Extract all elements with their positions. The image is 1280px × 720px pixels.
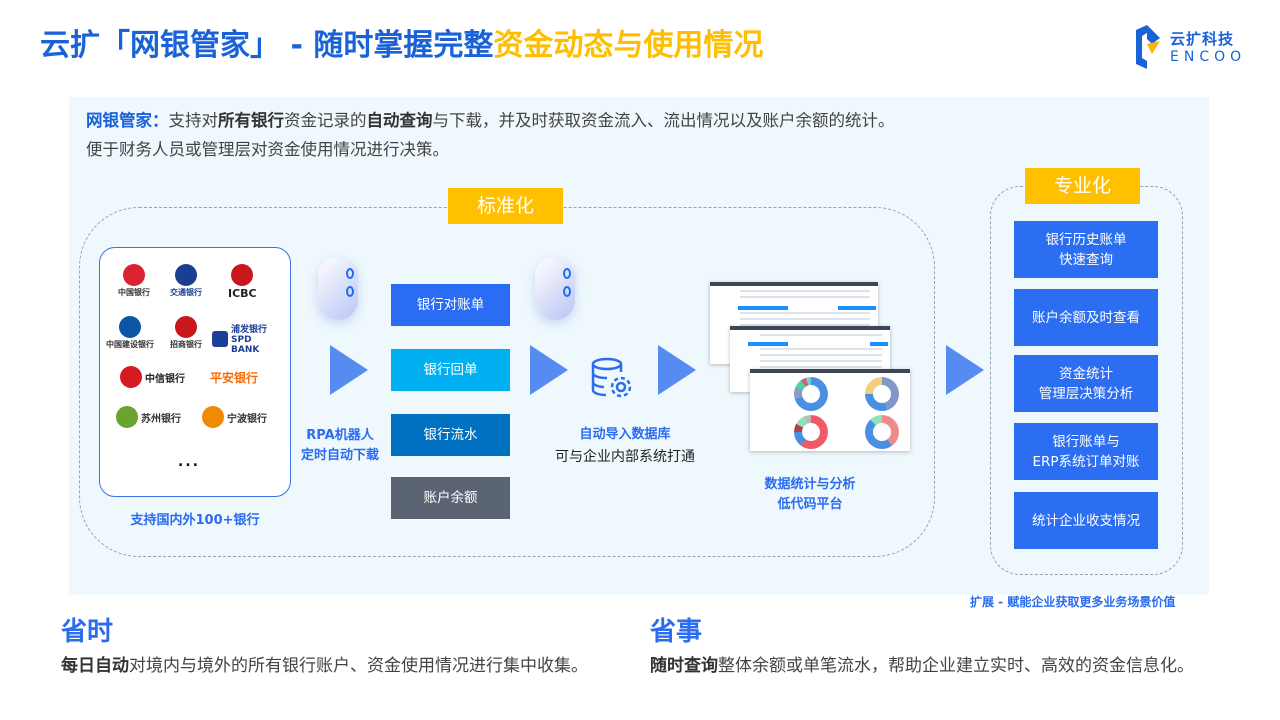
save-time-text: 每日自动对境内与境外的所有银行账户、资金使用情况进行集中收集。 — [61, 651, 588, 676]
platform-caption-l1: 数据统计与分析 — [764, 477, 856, 492]
bank-logo: 中国银行 — [118, 264, 150, 298]
db-caption: 自动导入数据库可与企业内部系统打通 — [530, 424, 720, 468]
bank-icon — [202, 406, 224, 428]
rpa-caption: RPA机器人定时自动下载 — [290, 426, 390, 466]
pro-item-balance-view: 账户余额及时查看 — [1014, 289, 1158, 346]
save-time-desc: 对境内与境外的所有银行账户、资金使用情况进行集中收集。 — [129, 656, 588, 676]
bank-logo: 中国建设银行 — [106, 316, 154, 350]
intro-t3: 与下载，并及时获取资金流入、流出情况以及账户余额的统计。 — [432, 111, 895, 130]
bank-name: 浦发银行 SPD BANK — [231, 325, 268, 355]
intro-line2: 便于财务人员或管理层对资金使用情况进行决策。 — [86, 140, 449, 159]
flow-arrow-icon — [530, 345, 568, 395]
save-time-heading: 省时 — [61, 617, 114, 647]
block-account-balance: 账户余额 — [391, 477, 510, 519]
intro-text: 网银管家：支持对所有银行资金记录的自动查询与下载，并及时获取资金流入、流出情况以… — [86, 106, 895, 164]
save-effort-bold: 随时查询 — [650, 656, 718, 676]
donut-chart — [794, 415, 828, 449]
bank-name: ICBC — [228, 287, 257, 300]
robot-icon — [535, 258, 575, 320]
save-effort-text: 随时查询整体余额或单笔流水，帮助企业建立实时、高效的资金信息化。 — [650, 651, 1194, 676]
rpa-caption-l1: RPA机器人 — [306, 428, 374, 443]
bank-logo: ICBC — [228, 264, 257, 300]
intro-t2: 资金记录的 — [284, 111, 367, 130]
bank-name: 招商银行 — [170, 340, 202, 349]
bank-name: 平安银行 — [210, 371, 259, 385]
block-bank-statement: 银行对账单 — [391, 284, 510, 326]
bank-icon — [175, 316, 197, 338]
platform-caption-l2: 低代码平台 — [777, 497, 843, 512]
standard-badge: 标准化 — [448, 188, 563, 224]
save-time-bold: 每日自动 — [61, 656, 129, 676]
title-main: 云扩「网银管家」 - 随时掌握完整 — [40, 28, 494, 63]
pro-badge: 专业化 — [1025, 168, 1140, 204]
platform-dashboard-screenshot — [750, 369, 910, 451]
intro-b2: 自动查询 — [366, 111, 433, 130]
intro-t1: 支持对 — [168, 111, 219, 130]
encoo-logo-icon — [1136, 25, 1160, 69]
bank-icon — [119, 316, 141, 338]
page-title: 云扩「网银管家」 - 随时掌握完整资金动态与使用情况 — [40, 20, 763, 64]
rpa-caption-l2: 定时自动下载 — [300, 448, 379, 463]
bank-logo: 浦发银行 SPD BANK — [212, 322, 282, 355]
bank-name: 宁波银行 — [227, 413, 267, 425]
bank-logo: 平安银行 — [210, 369, 258, 386]
banks-caption: 支持国内外100+银行 — [130, 513, 260, 528]
save-effort-desc: 整体余额或单笔流水，帮助企业建立实时、高效的资金信息化。 — [718, 656, 1194, 676]
bank-icon — [231, 264, 254, 286]
donut-chart — [865, 377, 899, 411]
donut-chart — [794, 377, 828, 411]
donut-chart — [865, 415, 899, 449]
block-bank-receipt: 银行回单 — [391, 349, 510, 391]
pro-item-income-expense: 统计企业收支情况 — [1014, 492, 1158, 549]
bank-name: 中国银行 — [118, 288, 150, 297]
block-bank-flow: 银行流水 — [391, 414, 510, 456]
logo-en: ENCOO — [1170, 49, 1247, 65]
encoo-logo: 云扩科技 ENCOO — [1133, 24, 1243, 70]
intro-b1: 所有银行 — [218, 111, 284, 130]
bank-logo: 苏州银行 — [116, 406, 181, 428]
bank-name: 交通银行 — [170, 288, 202, 297]
logo-cn: 云扩科技 — [1170, 30, 1235, 48]
pro-item-history-query: 银行历史账单 快速查询 — [1014, 221, 1158, 278]
bank-icon — [123, 264, 145, 286]
more-banks-ellipsis: ... — [178, 454, 200, 470]
intro-lead: 网银管家： — [86, 111, 169, 130]
bank-logo: 宁波银行 — [202, 406, 267, 428]
db-caption-l1: 自动导入数据库 — [579, 427, 671, 442]
flow-arrow-icon — [658, 345, 696, 395]
bank-name: 苏州银行 — [141, 413, 181, 425]
pro-item-fund-stats: 资金统计 管理层决策分析 — [1014, 355, 1158, 412]
flow-arrow-icon — [946, 345, 984, 395]
bank-icon — [116, 406, 138, 428]
bank-logo: 交通银行 — [170, 264, 202, 298]
bank-name: 中国建设银行 — [106, 340, 154, 349]
bank-icon — [212, 330, 228, 347]
bank-name: 中信银行 — [145, 373, 185, 385]
flow-arrow-icon — [330, 345, 368, 395]
bank-icon — [120, 366, 142, 388]
database-gear-icon — [591, 357, 632, 398]
bank-logo: 中信银行 — [120, 366, 185, 388]
platform-caption: 数据统计与分析低代码平台 — [740, 475, 880, 515]
pro-item-erp-reconcile: 银行账单与 ERP系统订单对账 — [1014, 423, 1158, 480]
bank-logos-box: 中国银行 交通银行 ICBC 中国建设银行 招商银行 浦发银行 SPD BANK… — [99, 247, 291, 497]
bank-logo: 招商银行 — [170, 316, 202, 350]
bank-icon — [175, 264, 197, 286]
extend-caption: 扩展 - 赋能企业获取更多业务场景价值 — [970, 595, 1176, 609]
title-highlight: 资金动态与使用情况 — [493, 28, 764, 63]
db-caption-l2: 可与企业内部系统打通 — [555, 449, 695, 465]
save-effort-heading: 省事 — [650, 617, 703, 647]
robot-icon — [318, 258, 358, 320]
